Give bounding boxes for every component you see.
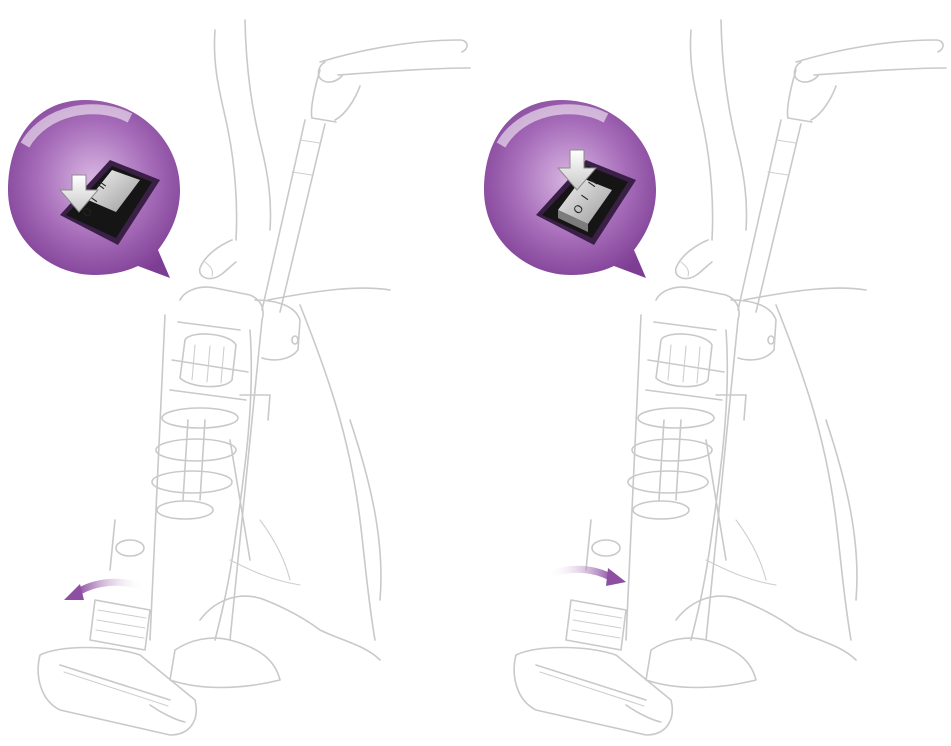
switch-callout-off: II I O (8, 100, 180, 278)
rotate-right-arrow-icon (548, 568, 626, 586)
right-scene: II I O (484, 20, 946, 735)
left-scene: II I O (8, 20, 470, 735)
rotate-left-arrow-icon (64, 582, 145, 600)
switch-callout-on: II I O (484, 100, 656, 278)
